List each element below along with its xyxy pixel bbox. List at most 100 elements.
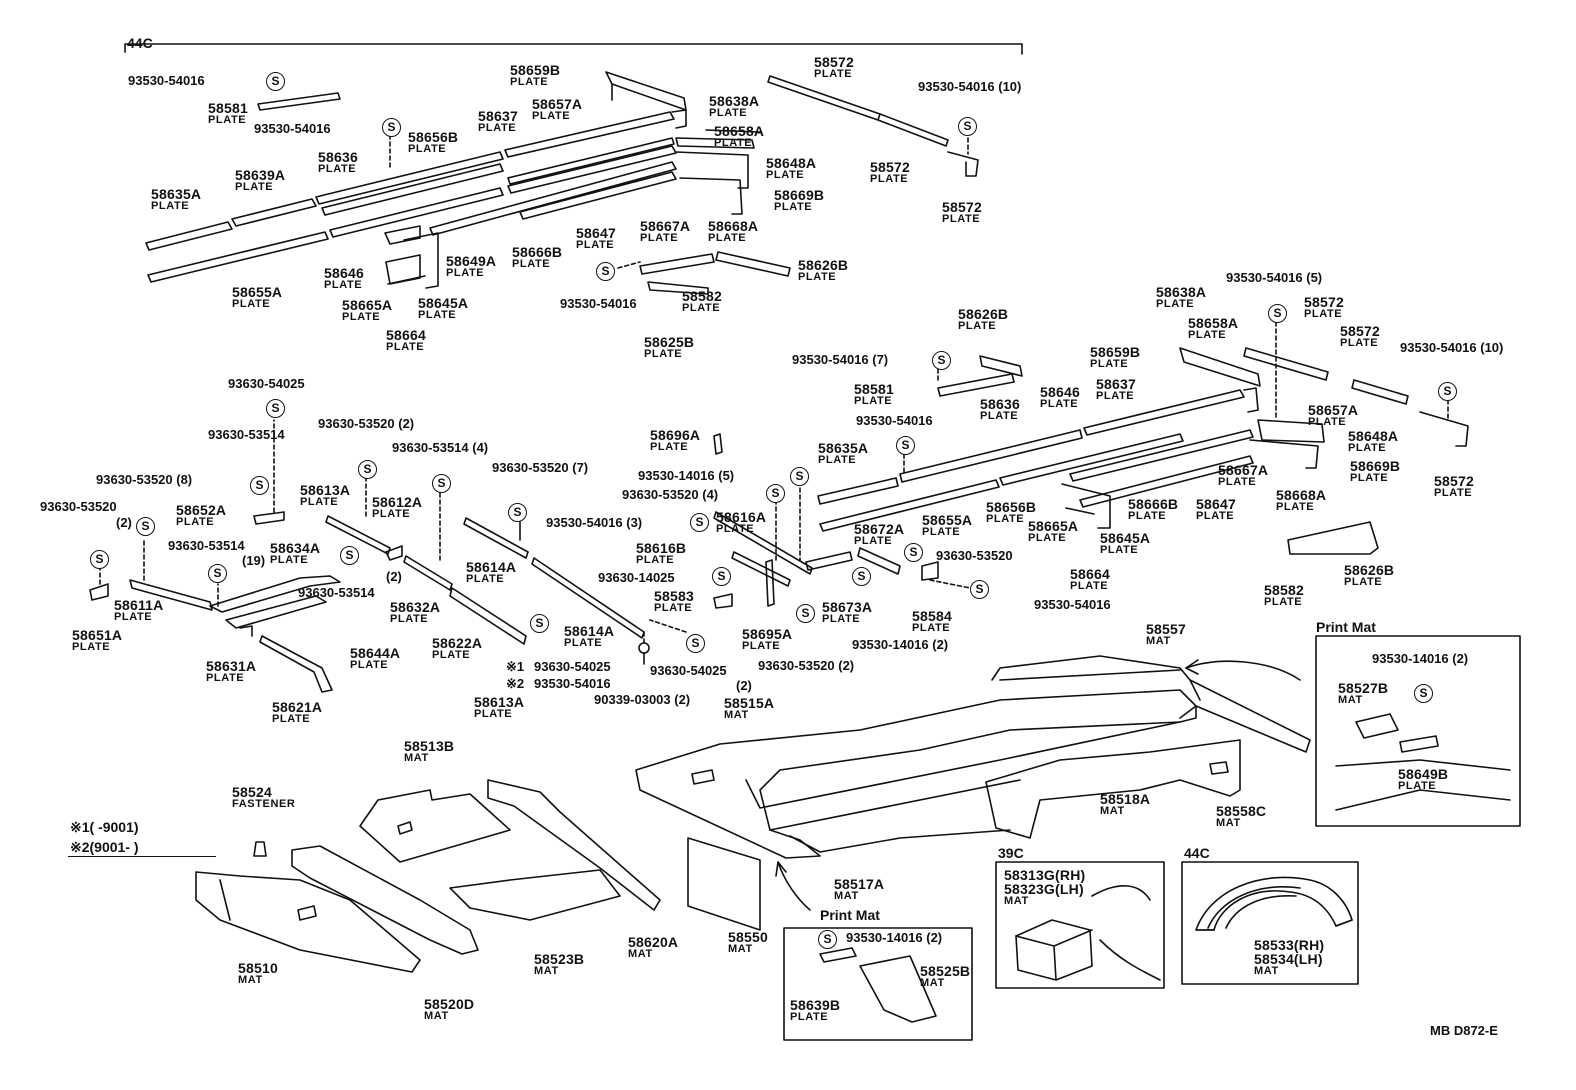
screw-s-icon: S xyxy=(358,460,377,479)
screw-s-icon: S xyxy=(712,567,731,586)
note-underline xyxy=(68,856,216,857)
clip-label: (2) xyxy=(736,678,752,693)
section-print-mat-right: Print Mat xyxy=(1316,619,1376,635)
clip-label: 93630-53520 xyxy=(936,548,1013,563)
doc-code: MB D872-E xyxy=(1430,1023,1498,1038)
screw-s-icon: S xyxy=(508,503,527,522)
screw-s-icon: S xyxy=(932,351,951,370)
note-mark2: ※2(9001- ) xyxy=(70,839,139,855)
clip-label: 93530-54016 (10) xyxy=(918,79,1022,94)
clip-label: (19) xyxy=(242,553,266,568)
screw-s-icon: S xyxy=(766,484,785,503)
screw-s-icon: S xyxy=(90,550,109,569)
screw-s-icon: S xyxy=(970,580,989,599)
screw-s-icon: S xyxy=(266,72,285,91)
clip-label: 93530-14016 (2) xyxy=(846,930,943,945)
part-label: 58313G(RH) xyxy=(1004,867,1086,883)
clip-label: 93630-53520 xyxy=(40,499,117,514)
part-label: 58323G(LH)MAT xyxy=(1004,881,1084,907)
clip-label: 93530-54016 (10) xyxy=(1400,340,1504,355)
clip-label: 93630-53514 xyxy=(208,427,285,442)
clip-label: 93630-53514 xyxy=(298,585,375,600)
screw-s-icon: S xyxy=(250,476,269,495)
part-label: 58533(RH) xyxy=(1254,937,1325,953)
clip-label: 93630-54025 xyxy=(650,663,727,678)
clip-label: 93630-53520 (7) xyxy=(492,460,589,475)
screw-s-icon: S xyxy=(382,118,401,137)
clip-label: 93530-14016 (5) xyxy=(638,468,735,483)
screw-s-icon: S xyxy=(208,564,227,583)
note-star2: ※2 xyxy=(506,676,525,691)
clip-label: 93530-14016 (2) xyxy=(1372,651,1469,666)
clip-label: 93630-54025 xyxy=(228,376,305,391)
screw-s-icon: S xyxy=(896,436,915,455)
screw-s-icon: S xyxy=(818,930,837,949)
screw-s-icon: S xyxy=(136,517,155,536)
screw-s-icon: S xyxy=(790,467,809,486)
clip-label: 93630-53520 (4) xyxy=(622,487,719,502)
screw-s-icon: S xyxy=(266,399,285,418)
note-mark1: ※1( -9001) xyxy=(70,819,139,835)
clip-label: 93630-53514 xyxy=(168,538,245,553)
clip-label: 93530-54016 (3) xyxy=(546,515,643,530)
screw-s-icon: S xyxy=(1438,382,1457,401)
part-label: 58534(LH)MAT xyxy=(1254,951,1323,977)
screw-s-icon: S xyxy=(340,546,359,565)
clip-label: 93530-54016 xyxy=(534,676,611,691)
section-print-mat-bottom: Print Mat xyxy=(820,907,880,923)
clip-label: 93530-54016 xyxy=(128,73,205,88)
clip-label: (2) xyxy=(386,569,402,584)
